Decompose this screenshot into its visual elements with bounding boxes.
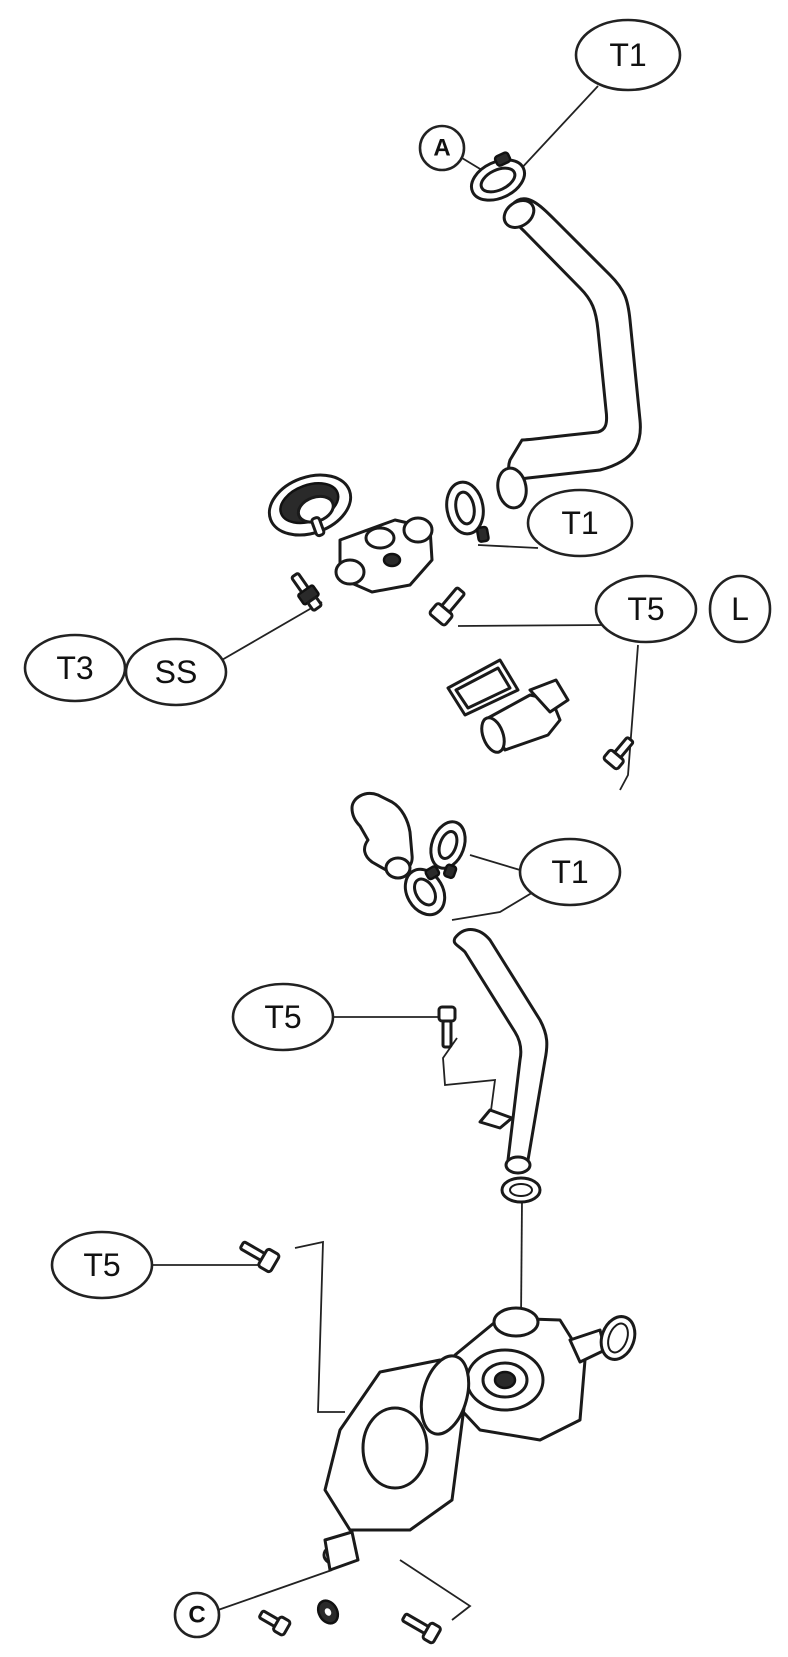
callout-left-t3: T3	[23, 633, 127, 703]
svg-text:L: L	[731, 591, 749, 627]
pump-cover-bolt-upper	[239, 1240, 281, 1274]
leader-mid-t5-bolt	[457, 624, 607, 627]
water-pump-body	[450, 1306, 607, 1442]
leader-ss	[207, 601, 323, 669]
thermostat-hose-clamp	[445, 480, 490, 543]
callout-mid-l: L	[708, 574, 772, 644]
hose-end-upper	[502, 199, 536, 229]
thermostat-housing	[334, 516, 434, 594]
callouts: T1 A T1 T5 L T3 SS T1	[23, 18, 772, 1639]
svg-text:C: C	[188, 1602, 205, 1629]
callout-left-ss: SS	[124, 637, 228, 707]
drain-bolt	[258, 1609, 292, 1637]
upper-hose-clamp	[470, 151, 526, 202]
callout-top-t1: T1	[574, 18, 682, 92]
water-pipe	[452, 928, 549, 1170]
leader-bottom-lower-bolt	[399, 1559, 472, 1621]
callout-mid-t5: T5	[594, 574, 698, 644]
callout-bottom-c: C	[173, 1591, 221, 1639]
callout-top-a: A	[418, 124, 466, 172]
callout-bottom-t5: T5	[50, 1230, 154, 1300]
svg-text:T3: T3	[56, 650, 93, 686]
leader-lower-t1-b	[451, 887, 541, 921]
svg-text:T5: T5	[83, 1247, 120, 1283]
upper-radiator-hose	[507, 197, 642, 480]
outlet-bolt	[602, 736, 635, 771]
leader-mid-t1	[477, 544, 539, 549]
hose-end-lower	[496, 466, 528, 510]
outlet-gasket-inner	[454, 666, 512, 710]
svg-text:T1: T1	[561, 505, 598, 541]
thermostat	[267, 473, 353, 538]
leader-mid-t5-thermo-bolt	[619, 644, 639, 791]
callout-mid-t1: T1	[526, 488, 634, 558]
svg-text:T5: T5	[264, 999, 301, 1035]
svg-text:T1: T1	[609, 37, 646, 73]
water-pipe-assembly	[437, 928, 549, 1204]
svg-text:A: A	[433, 135, 450, 162]
pipe-bracket	[478, 1108, 514, 1130]
leader-top-t1	[517, 85, 599, 173]
water-outlet	[480, 678, 570, 754]
callout-lower-t1: T1	[518, 837, 622, 907]
drain-washer	[316, 1599, 340, 1625]
water-pump-assembly	[239, 1240, 637, 1645]
leader-bottom-c	[217, 1569, 333, 1611]
svg-text:SS: SS	[155, 654, 198, 690]
svg-text:T5: T5	[627, 591, 664, 627]
leader-lower-bolt-path	[442, 1037, 509, 1123]
svg-text:T1: T1	[551, 854, 588, 890]
leader-lines	[150, 85, 639, 1621]
leader-oring-link	[520, 1199, 523, 1321]
pipe-bolt	[437, 1005, 457, 1049]
upper-hose-assembly	[470, 151, 642, 510]
temperature-sensor	[290, 572, 323, 612]
bypass-clamp-lower	[403, 865, 447, 917]
housing-bolt	[428, 586, 466, 627]
thermostat-assembly	[267, 473, 490, 627]
leader-bottom-bolt-path	[294, 1240, 345, 1413]
water-outlet-assembly	[446, 658, 635, 771]
bypass-clamp-upper	[429, 820, 467, 880]
bypass-hose-assembly	[350, 792, 467, 917]
callout-lower-t5: T5	[231, 982, 335, 1052]
pump-cover-gasket	[419, 1354, 471, 1436]
pump-cover-bolt-lower	[401, 1612, 442, 1645]
